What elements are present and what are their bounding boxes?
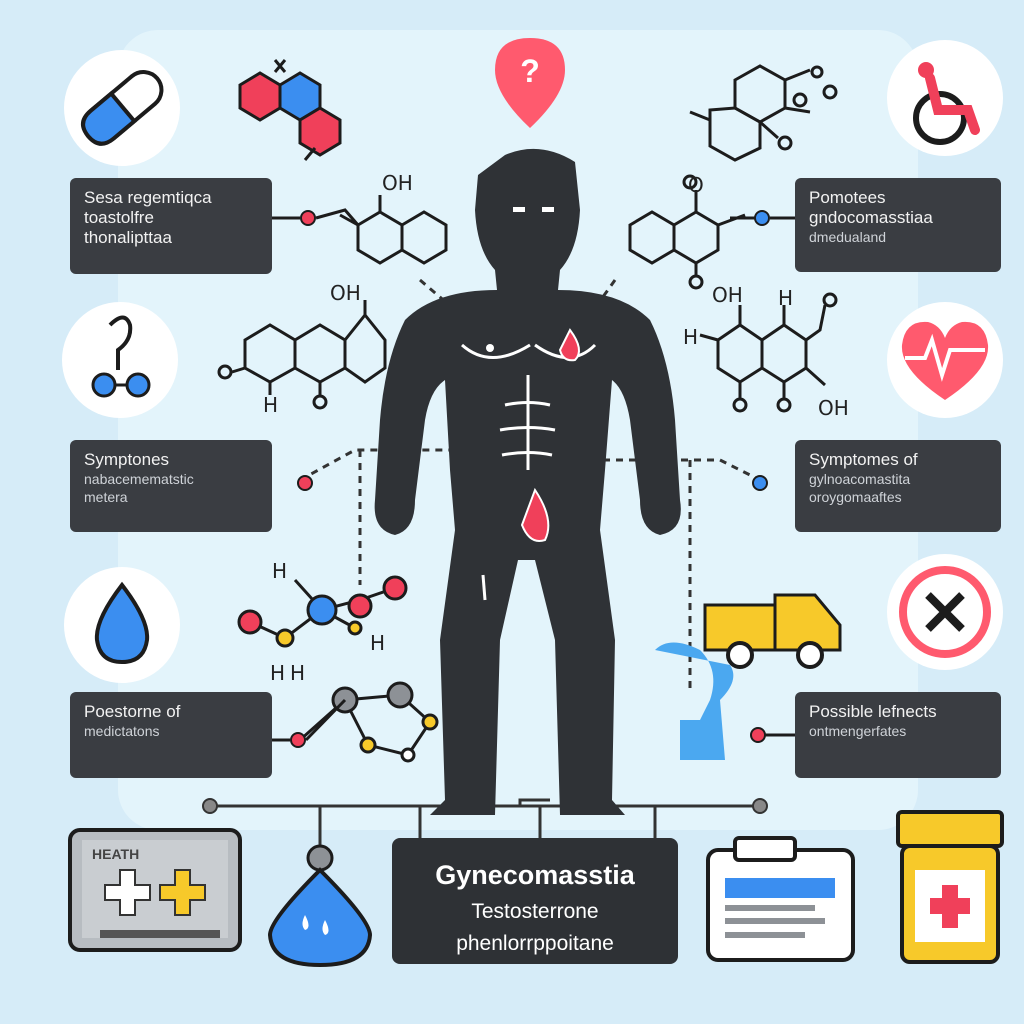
wheelchair-icon	[887, 40, 1003, 156]
body-silhouette	[374, 148, 681, 815]
connector-node	[202, 798, 218, 814]
label-line: Sesa regemtiqca	[84, 188, 212, 207]
center-subtitle: Testosterrone	[471, 900, 599, 923]
molecule-mid-right	[699, 292, 838, 413]
chem-label: H	[683, 325, 698, 349]
delivery-truck-icon	[703, 593, 842, 669]
label-line: toastolfre	[84, 208, 154, 227]
chem-label: H	[370, 631, 385, 655]
label-box-top-left: Sesa regemtiqca toastolfre thonalipttaa	[70, 178, 272, 274]
health-card-label: HEATH	[92, 846, 140, 862]
chest-drop-marker	[558, 328, 580, 362]
chem-label: OH	[330, 281, 361, 305]
stethoscope-icon	[62, 302, 178, 418]
molecule-upper-left	[339, 195, 448, 265]
body-details	[461, 343, 597, 601]
connector-node	[752, 798, 768, 814]
svg-text:?: ?	[520, 53, 540, 89]
label-line: Symptones	[84, 450, 170, 469]
molecule-balls-left	[237, 575, 408, 648]
label-line: Symptomes of	[809, 450, 918, 469]
pill-capsule-icon	[64, 50, 180, 166]
water-flask-icon	[267, 844, 373, 968]
label-line: gndocomasstiaa	[809, 208, 933, 227]
chem-label: H	[272, 559, 287, 583]
label-line: oroygomaaftes	[809, 489, 902, 505]
chem-label: OH	[818, 396, 849, 420]
label-box-low-right: Possible lefnects ontmengerfates	[795, 692, 1001, 778]
health-card-icon	[68, 828, 242, 952]
label-line: Poestorne of	[84, 702, 181, 721]
chem-label: OH	[382, 171, 413, 195]
label-line: Possible lefnects	[809, 702, 937, 721]
connector-dot	[290, 732, 306, 748]
molecule-upper-right	[628, 174, 746, 290]
center-subtitle: phenlorrppoitane	[456, 932, 614, 955]
label-line: medictatons	[84, 723, 160, 739]
medical-chart-icon	[706, 836, 855, 962]
connector-dot	[752, 475, 768, 491]
label-line: ontmengerfates	[809, 723, 907, 739]
chem-label: OH	[712, 283, 743, 307]
heart-pulse-icon	[887, 302, 1003, 418]
label-line: gylnoacomastita	[809, 471, 911, 487]
water-drop-icon	[64, 567, 180, 683]
globe-shape-icon	[655, 642, 734, 760]
label-box-low-left: Poestorne of medictatons	[70, 692, 272, 778]
label-box-mid-left: Symptones nabacemematstic metera	[70, 440, 272, 532]
nipple-left	[486, 344, 494, 352]
label-line: metera	[84, 489, 128, 505]
center-title: Gynecomasstia	[435, 860, 635, 890]
question-marker-icon: ?	[495, 38, 565, 128]
medicine-bottle-icon	[896, 810, 1004, 964]
face-eyes	[513, 207, 554, 212]
molecule-top-right	[689, 64, 838, 162]
label-line: nabacemematstic	[84, 471, 194, 487]
chem-label: H	[263, 393, 278, 417]
chem-label: O	[688, 173, 704, 197]
molecule-balls-lower	[299, 681, 439, 763]
connector-dot	[750, 727, 766, 743]
cancel-x-icon	[887, 554, 1003, 670]
molecule-hexagons-top	[238, 59, 342, 161]
center-title-box: Gynecomasstia Testosterrone phenlorrppoi…	[392, 838, 678, 964]
molecule-mid-left	[217, 300, 387, 410]
chem-label: H	[270, 661, 285, 685]
label-line: dmedualand	[809, 229, 887, 245]
label-line: Pomotees	[809, 188, 886, 207]
pelvis-drop-marker	[520, 487, 550, 542]
label-box-mid-right: Symptomes of gylnoacomastita oroygomaaft…	[795, 440, 1001, 532]
label-box-top-right: Pomotees gndocomasstiaa dmedualand	[795, 178, 1001, 272]
chem-label: H	[778, 286, 793, 310]
connector-dot	[300, 210, 316, 226]
chem-label: H	[290, 661, 305, 685]
connector-dot	[754, 210, 770, 226]
label-line: thonalipttaa	[84, 228, 172, 247]
label-connectors	[272, 208, 795, 742]
connector-dot	[297, 475, 313, 491]
